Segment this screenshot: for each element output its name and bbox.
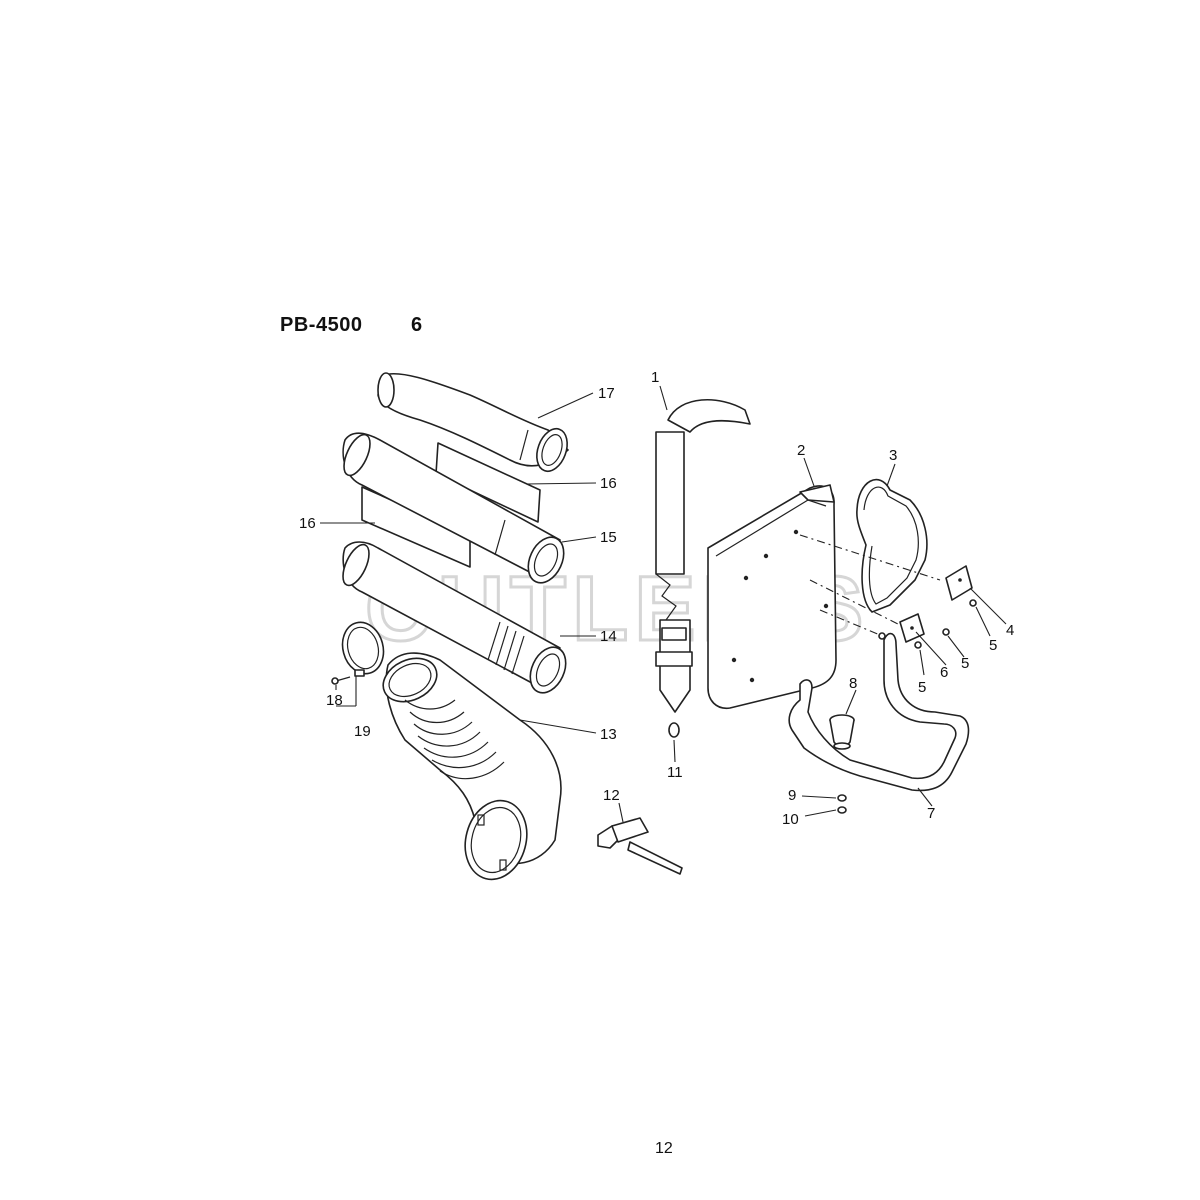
callout-5-b: 5	[961, 655, 969, 672]
part-12-plug-wrench	[597, 817, 683, 875]
callout-3: 3	[889, 447, 897, 464]
callout-1: 1	[651, 369, 659, 386]
callout-5-a: 5	[989, 637, 997, 654]
model-number: PB-4500	[280, 314, 363, 336]
part-4-bracket	[945, 565, 973, 601]
callout-7: 7	[927, 805, 935, 822]
callout-4: 4	[1006, 622, 1014, 639]
part-7-tube-frame	[788, 632, 970, 792]
part-18-screw	[331, 676, 351, 685]
section-number: 6	[411, 314, 423, 336]
callout-8: 8	[849, 675, 857, 692]
page-number: 12	[655, 1140, 673, 1157]
callout-10: 10	[782, 811, 799, 828]
callouts: 17 16 16 15 14 13 12 1 11 2 3 4 5 5 5 6 …	[299, 369, 1014, 828]
callout-6: 6	[940, 664, 948, 681]
part-17-curved-pipe	[377, 372, 569, 473]
mount-line	[809, 579, 911, 631]
leader-lines	[320, 385, 1007, 823]
callout-17: 17	[598, 385, 615, 402]
part-10-washer	[837, 806, 847, 814]
part-5-screws	[878, 599, 977, 649]
part-8-rubber-cap	[829, 714, 855, 750]
callout-5-c: 5	[918, 679, 926, 696]
part-2-back-pad	[707, 484, 837, 710]
callout-12: 12	[603, 787, 620, 804]
callout-9: 9	[788, 787, 796, 804]
part-9-nut	[837, 794, 847, 802]
mount-line	[799, 534, 941, 581]
part-14-ribbed-pipe	[342, 541, 567, 694]
callout-14: 14	[600, 628, 617, 645]
callout-2: 2	[797, 442, 805, 459]
part-13-flex-elbow	[382, 652, 562, 881]
part-1-shoulder-strap	[655, 399, 751, 738]
mount-line	[819, 609, 893, 641]
callout-19: 19	[354, 723, 371, 740]
part-19-clamp	[341, 621, 385, 677]
callout-13: 13	[600, 726, 617, 743]
callout-16-lower: 16	[299, 515, 316, 532]
callout-16-upper: 16	[600, 475, 617, 492]
part-3-frame	[856, 478, 928, 613]
callout-18: 18	[326, 692, 343, 709]
part-16-label-plate-upper	[435, 442, 541, 523]
callout-15: 15	[600, 529, 617, 546]
part-6-bracket	[899, 613, 925, 643]
callout-11: 11	[667, 764, 683, 781]
part-15-straight-pipe	[342, 432, 565, 584]
